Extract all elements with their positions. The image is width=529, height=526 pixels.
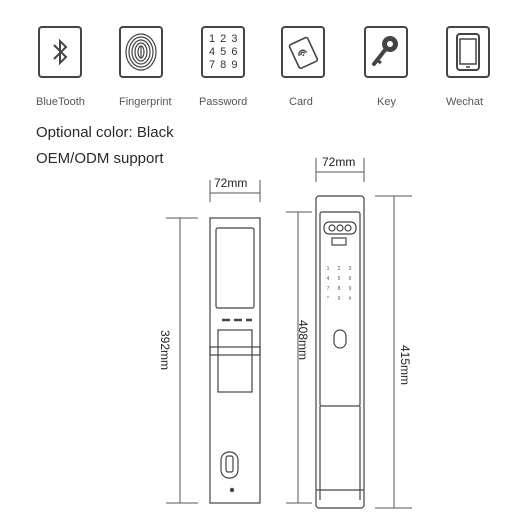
lock-key: 9 [349, 286, 352, 292]
lock-key: 2 [338, 266, 341, 272]
front-lock-view [209, 217, 261, 504]
key-feature [364, 26, 408, 78]
color-option-text: Optional color: Black [36, 124, 174, 141]
front-height-label: 392mm [158, 330, 172, 371]
feature-label-key: Key [377, 96, 396, 108]
side-lock-outer [315, 195, 365, 509]
keypad-row: 4 5 6 [209, 46, 239, 58]
front-lock-screen [215, 227, 255, 309]
feature-label-fingerprint: Fingerprint [119, 96, 172, 108]
side-fingerprint-reader [333, 329, 347, 349]
front-width-dimension [209, 180, 261, 202]
side-outer-height-label: 415mm [398, 345, 412, 386]
keypad-icon: 1 2 3 4 5 6 7 8 9 [209, 33, 238, 72]
keypad-feature: 1 2 3 4 5 6 7 8 9 [201, 26, 245, 78]
card-icon [288, 36, 319, 70]
bluetooth-feature [38, 26, 82, 78]
feature-label-bluetooth: BlueTooth [36, 96, 85, 108]
side-outer-height-dimension [375, 195, 412, 509]
side-inner-height-label: 408mm [296, 320, 310, 361]
phone-icon [456, 33, 480, 71]
side-sensor [331, 237, 347, 246]
lock-key: 0 [338, 296, 341, 302]
oem-support-text: OEM/ODM support [36, 150, 164, 167]
side-keypad: 1 2 3 4 5 6 7 8 9 * 0 # [327, 266, 352, 302]
keypad-row: 1 2 3 [209, 33, 239, 45]
lock-key: 6 [349, 276, 352, 282]
lock-key: 4 [327, 276, 330, 282]
lock-key: # [349, 296, 352, 302]
feature-label-password: Password [199, 96, 248, 108]
fingerprint-icon [125, 33, 157, 71]
fingerprint-feature [119, 26, 163, 78]
side-width-dimension [315, 158, 365, 182]
front-lock-body [209, 217, 261, 504]
lock-key: 5 [338, 276, 341, 282]
front-handle-pivot [209, 346, 261, 356]
front-handle [217, 329, 253, 393]
wechat-feature [446, 26, 490, 78]
front-height-dimension [166, 217, 198, 504]
key-icon [372, 36, 398, 66]
feature-label-wechat: Wechat [446, 96, 484, 108]
side-camera-bar [323, 221, 357, 235]
front-width-label: 72mm [214, 176, 248, 190]
card-feature [281, 26, 325, 78]
side-lock-panel [319, 211, 361, 407]
side-inner-height-dimension [286, 211, 312, 504]
keypad-row: 7 8 9 [209, 59, 239, 71]
lock-key: 1 [327, 266, 330, 272]
side-width-label: 72mm [322, 155, 356, 169]
lock-key: 8 [338, 286, 341, 292]
feature-label-card: Card [289, 96, 313, 108]
bluetooth-icon [53, 38, 68, 66]
side-lock-view [315, 195, 365, 509]
front-knob [220, 451, 239, 479]
lock-key: * [327, 296, 329, 302]
lock-key: 3 [349, 266, 352, 272]
lock-key: 7 [327, 286, 330, 292]
